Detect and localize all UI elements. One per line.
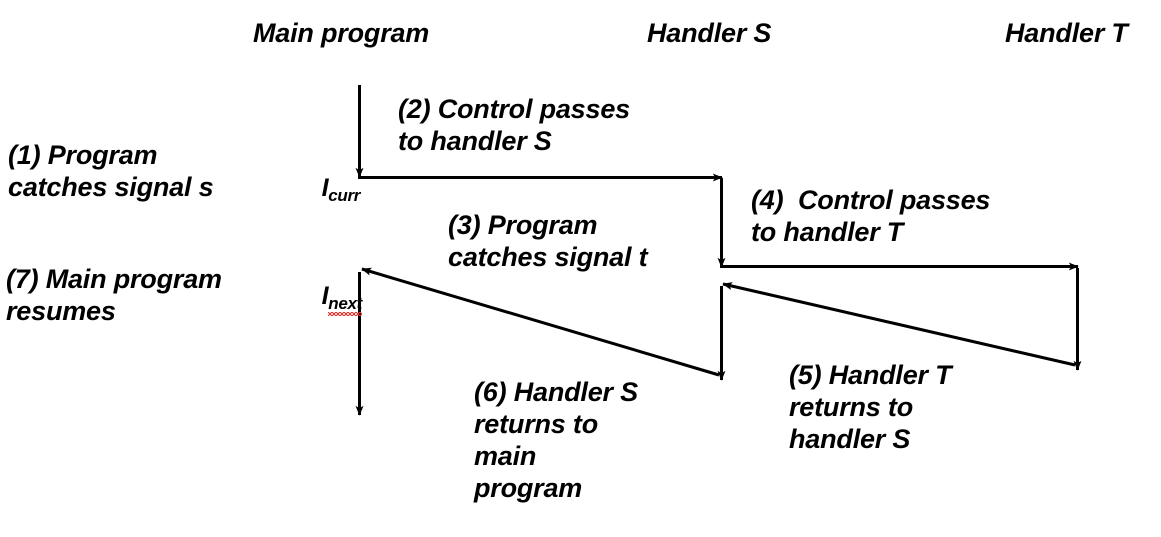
step-label-1: (1) Program catches signal s	[8, 140, 214, 202]
step-label-5: (5) Handler T returns to handler S	[789, 360, 952, 454]
instruction-label-i-next: Inext	[295, 252, 363, 341]
arrow-handler-s-to-main	[361, 267, 720, 377]
column-heading-main-program: Main program	[253, 18, 430, 48]
step-label-7: (7) Main program resumes	[6, 264, 222, 326]
i-curr-base: I	[321, 173, 329, 202]
step-label-2: (2) Control passes to handler S	[398, 94, 630, 156]
step-label-6: (6) Handler S returns to main program	[474, 377, 638, 503]
step-label-4: (4) Control passes to handler T	[751, 185, 991, 247]
i-curr-subscript: curr	[328, 185, 361, 205]
column-heading-handler-t: Handler T	[1005, 18, 1128, 48]
i-next-base: I	[321, 281, 329, 310]
step-label-3: (3) Program catches signal t	[448, 210, 648, 272]
column-heading-handler-s: Handler S	[647, 18, 772, 48]
i-next-subscript: next	[328, 293, 363, 313]
arrow-handler-t-to-handler-s	[722, 282, 1076, 367]
instruction-label-i-curr: Icurr	[295, 144, 361, 233]
